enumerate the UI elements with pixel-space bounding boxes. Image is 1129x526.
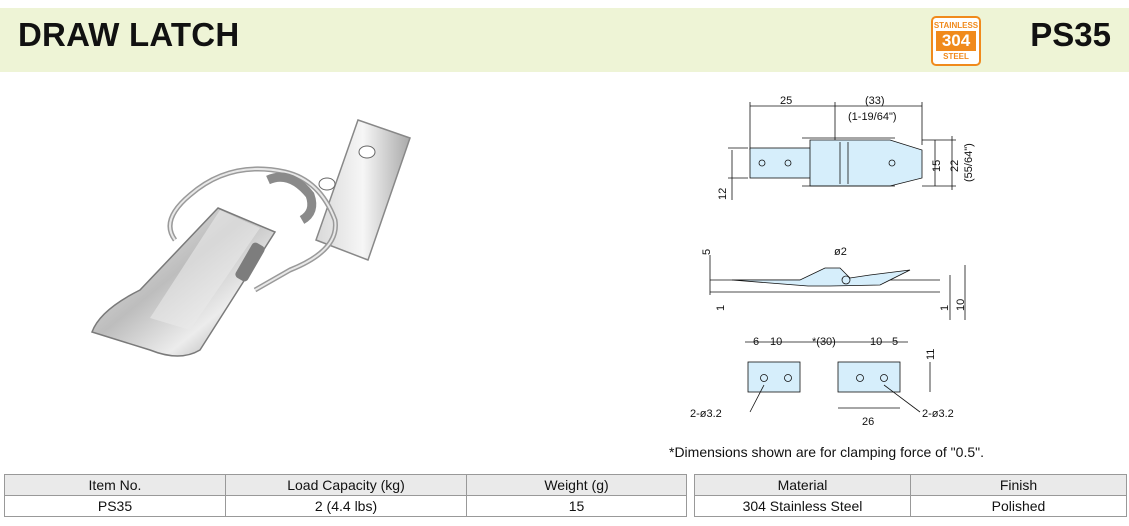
hole-plate-view	[745, 341, 931, 413]
dim-10-side: 10	[955, 299, 967, 311]
hole-callout-left: 2-ø3.2	[690, 408, 722, 420]
cell-finish: Polished	[910, 495, 1127, 517]
dim-5-right: 5	[892, 336, 898, 348]
dim-26: 26	[862, 416, 874, 428]
header-material: Material	[694, 474, 911, 496]
badge-bottom-text: STEEL	[943, 52, 969, 61]
header-item-no: Item No.	[4, 474, 226, 496]
header-finish: Finish	[910, 474, 1127, 496]
dimension-note: *Dimensions shown are for clamping force…	[669, 444, 984, 460]
dim-11: 11	[925, 349, 937, 360]
product-photo	[91, 119, 411, 357]
dim-22: 22	[949, 160, 961, 172]
dim-5: 5	[701, 249, 713, 255]
dimension-drawing: 25 (33) (1-19/64") 15 22 (55/64") 12 5 ø…	[690, 95, 975, 428]
top-view	[728, 102, 956, 200]
cell-material: 304 Stainless Steel	[694, 495, 911, 517]
dim-6: 6	[753, 336, 759, 348]
dim-25: 25	[780, 95, 792, 107]
material-table: Material Finish 304 Stainless Steel Poli…	[694, 474, 1127, 517]
header-load-capacity: Load Capacity (kg)	[225, 474, 467, 496]
dim-12: 12	[717, 188, 729, 200]
badge-top-text: STAINLESS	[933, 21, 979, 30]
stainless-steel-badge: STAINLESS 304 STEEL	[931, 16, 981, 66]
cell-item-no: PS35	[4, 495, 226, 517]
dim-phi2: ø2	[834, 246, 847, 258]
badge-grade: 304	[936, 31, 976, 51]
dim-33: (33)	[865, 95, 885, 107]
dim-1-left: 1	[715, 305, 727, 311]
side-view	[709, 255, 966, 320]
dim-1-right: 1	[939, 305, 951, 311]
header-weight: Weight (g)	[466, 474, 687, 496]
product-title: DRAW LATCH	[18, 16, 240, 53]
dim-33-inch: (1-19/64")	[848, 111, 897, 123]
dim-15: 15	[931, 160, 943, 172]
dim-30: *(30)	[812, 336, 836, 348]
spec-table: Item No. Load Capacity (kg) Weight (g) P…	[4, 474, 687, 517]
product-code: PS35	[1030, 16, 1111, 53]
cell-load-capacity: 2 (4.4 lbs)	[225, 495, 467, 517]
dim-22-inch: (55/64")	[963, 143, 975, 182]
dim-10-left: 10	[770, 336, 782, 348]
cell-weight: 15	[466, 495, 687, 517]
hole-callout-right: 2-ø3.2	[922, 408, 954, 420]
dim-10-right: 10	[870, 336, 882, 348]
